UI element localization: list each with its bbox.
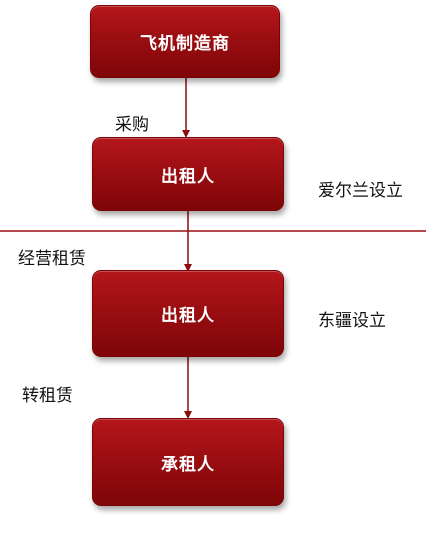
edge-label-purchase: 采购 [115, 115, 149, 135]
edge-label-operating-lease: 经营租赁 [18, 249, 86, 269]
node-aircraft-manufacturer: 飞机制造商 [90, 5, 280, 78]
note-dongjiang-established: 东疆设立 [318, 311, 386, 331]
edge-label-sublease: 转租赁 [22, 386, 73, 406]
note-ireland-established: 爱尔兰设立 [318, 181, 403, 201]
node-lessor-ireland: 出租人 [92, 137, 284, 211]
node-lessor-dongjiang: 出租人 [92, 270, 284, 357]
node-lessee: 承租人 [92, 418, 284, 506]
